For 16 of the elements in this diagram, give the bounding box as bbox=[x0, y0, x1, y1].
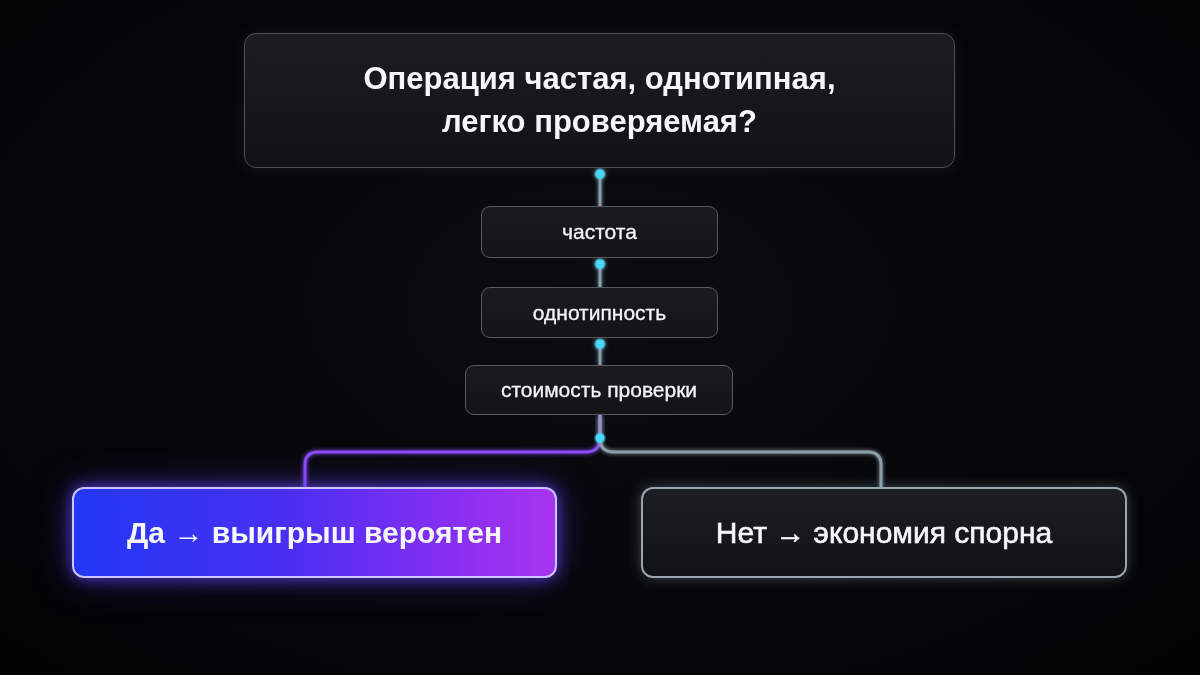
criterion-box bbox=[465, 365, 733, 415]
outcome-box bbox=[72, 487, 557, 578]
node-text: однотипность bbox=[532, 299, 667, 326]
node-text: стоимость проверки bbox=[500, 377, 698, 403]
connector-line bbox=[594, 338, 606, 365]
node-text: частота bbox=[562, 219, 637, 245]
outcome-box bbox=[641, 487, 1127, 578]
criterion-box bbox=[481, 206, 718, 258]
node-text: Операция частая, однотипная, легко проверяемая? bbox=[362, 59, 837, 141]
criterion-box bbox=[481, 287, 718, 338]
connector-line bbox=[598, 415, 883, 487]
connector-line bbox=[594, 168, 606, 206]
question-box bbox=[244, 33, 955, 168]
node-text: Нет → экономия спорна bbox=[715, 514, 1053, 551]
node-text: Да → выигрыш вероятен bbox=[127, 514, 502, 551]
connector-line bbox=[594, 258, 606, 287]
